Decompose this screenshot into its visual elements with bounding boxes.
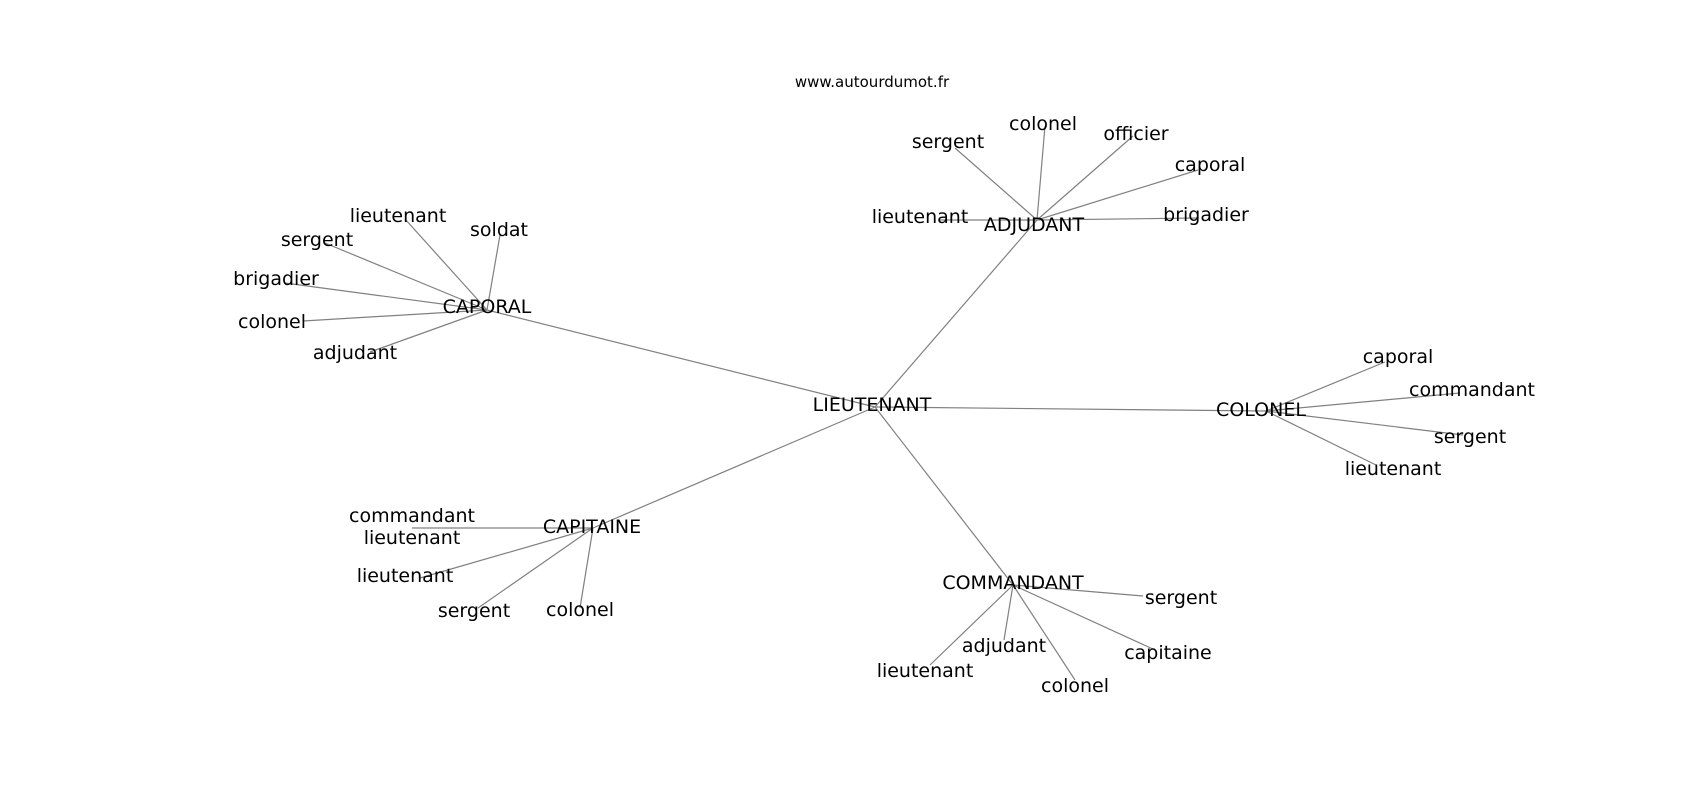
site-url-label: www.autourdumot.fr — [795, 73, 950, 91]
leaf-node-adjudant-sergent: sergent — [912, 131, 984, 153]
leaf-node-caporal-sergent: sergent — [281, 229, 353, 251]
edge-adjudant-leaf-1 — [1036, 135, 1134, 221]
edge-center-commandant — [874, 406, 1014, 586]
leaf-node-caporal-soldat: soldat — [470, 219, 528, 241]
leaf-node-capitaine-lieutenant: lieutenant — [357, 565, 454, 587]
hub-node-adjudant: ADJUDANT — [984, 214, 1085, 236]
edge-colonel-leaf-0 — [1265, 361, 1386, 412]
center-node-label: LIEUTENANT — [813, 394, 932, 416]
edge-center-adjudant — [874, 219, 1038, 408]
edge-center-colonel — [874, 406, 1267, 412]
leaf-node-colonel-sergent: sergent — [1434, 426, 1506, 448]
edge-capitaine-leaf-2 — [477, 527, 594, 609]
leaf-node-caporal-brigadier: brigadier — [233, 268, 319, 290]
leaf-node-adjudant-brigadier: brigadier — [1163, 204, 1249, 226]
hub-node-caporal: CAPORAL — [443, 296, 532, 318]
edge-commandant-leaf-4 — [1012, 584, 1076, 681]
edge-commandant-leaf-1 — [1003, 584, 1014, 641]
leaf-node-commandant-sergent: sergent — [1145, 587, 1217, 609]
edge-caporal-leaf-4 — [302, 309, 488, 322]
edge-caporal-leaf-5 — [369, 309, 488, 353]
edge-adjudant-leaf-2 — [954, 147, 1038, 221]
edges-layer — [284, 125, 1464, 681]
edge-colonel-leaf-2 — [1265, 410, 1464, 436]
edge-commandant-leaf-3 — [929, 584, 1014, 666]
leaf-node-caporal-colonel: colonel — [238, 311, 306, 333]
hub-node-capitaine: CAPITAINE — [543, 516, 641, 538]
edge-commandant-leaf-0 — [1012, 584, 1144, 597]
leaf-node-colonel-lieutenant: lieutenant — [1345, 458, 1442, 480]
leaf-node-colonel-caporal: caporal — [1363, 346, 1434, 368]
leaf-node-commandant-adjudant: adjudant — [962, 635, 1046, 657]
edge-commandant-leaf-2 — [1012, 584, 1156, 651]
edge-caporal-leaf-0 — [404, 218, 488, 311]
leaf-node-adjudant-caporal: caporal — [1175, 154, 1246, 176]
leaf-node-caporal-adjudant: adjudant — [313, 342, 397, 364]
edge-capitaine-leaf-3 — [579, 527, 594, 609]
leaf-node-colonel-commandant: commandant — [1409, 379, 1535, 401]
nodes-layer: LIEUTENANT lieutenant soldat sergent brigadi… — [233, 113, 1535, 697]
leaf-node-adjudant-lieutenant: lieutenant — [872, 206, 969, 228]
leaf-node-adjudant-officier: officier — [1103, 123, 1168, 145]
edge-colonel-leaf-3 — [1265, 410, 1377, 466]
leaf-node-commandant-lieutenant: lieutenant — [877, 660, 974, 682]
hub-node-colonel: COLONEL — [1216, 399, 1306, 421]
edge-caporal-leaf-2 — [324, 242, 488, 311]
hub-node-commandant: COMMANDANT — [942, 572, 1084, 594]
leaf-node-commandant-capitaine: capitaine — [1124, 642, 1212, 664]
leaf-node-capitaine-colonel: colonel — [546, 599, 614, 621]
edge-caporal-leaf-3 — [284, 282, 488, 311]
edge-colonel-leaf-1 — [1265, 392, 1461, 412]
leaf-node-caporal-lieutenant: lieutenant — [350, 205, 447, 227]
edge-adjudant-leaf-0 — [1036, 125, 1046, 221]
edge-center-capitaine — [592, 406, 876, 529]
edge-center-caporal — [486, 309, 876, 408]
edge-adjudant-leaf-5 — [1036, 217, 1199, 221]
leaf-node-adjudant-colonel: colonel — [1009, 113, 1077, 135]
edge-adjudant-leaf-3 — [1036, 169, 1199, 221]
leaf-node-commandant-colonel: colonel — [1041, 675, 1109, 697]
edge-capitaine-leaf-1 — [419, 527, 594, 579]
leaf-node-capitaine-sergent: sergent — [438, 600, 510, 622]
edge-caporal-leaf-1 — [486, 234, 501, 311]
